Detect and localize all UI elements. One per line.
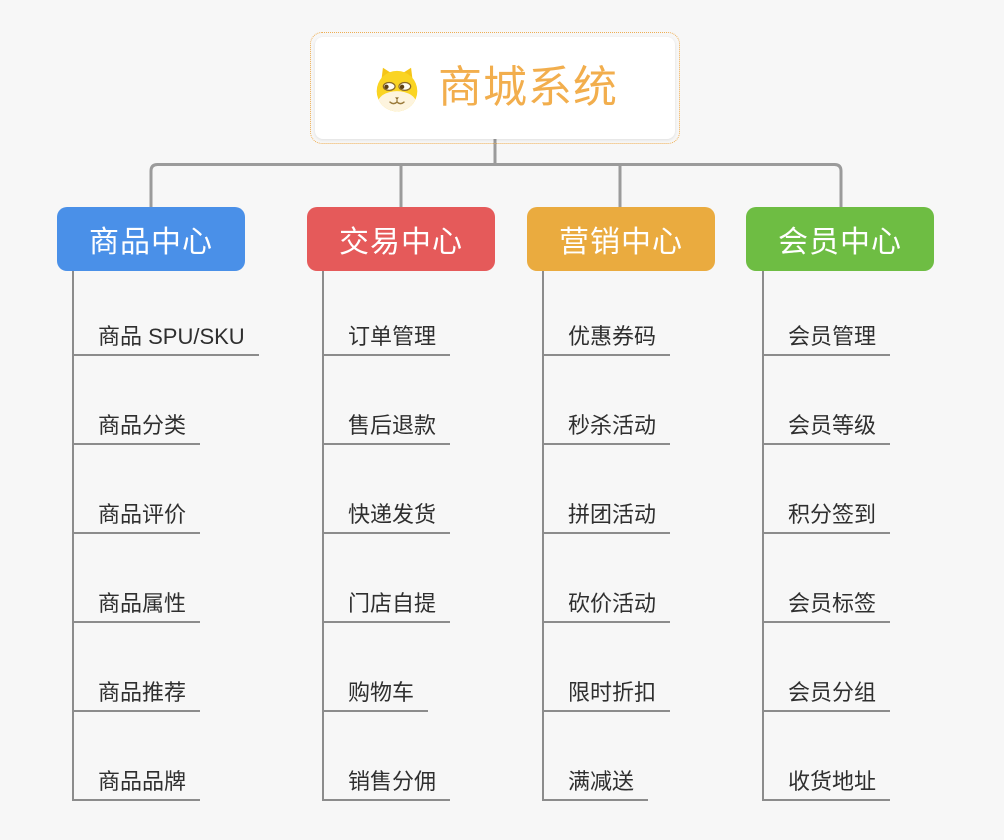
leaf-label: 商品评价 (98, 502, 187, 527)
leaf-label: 快递发货 (348, 502, 437, 527)
leaf-item[interactable]: 销售分佣 (322, 759, 451, 801)
leaf-label: 会员分组 (788, 680, 877, 705)
leaf-item[interactable]: 商品品牌 (72, 759, 201, 801)
leaf-item[interactable]: 商品评价 (72, 492, 201, 534)
leaf-label: 限时折扣 (568, 680, 657, 705)
leaf-label: 秒杀活动 (568, 413, 657, 438)
branch-node-product-center[interactable]: 商品中心 (57, 207, 245, 271)
branch-node-marketing-center[interactable]: 营销中心 (527, 207, 715, 271)
leaf-item[interactable]: 收货地址 (762, 759, 891, 801)
leaf-item[interactable]: 秒杀活动 (542, 403, 671, 445)
leaf-label: 砍价活动 (568, 591, 657, 616)
leaf-label: 会员等级 (788, 413, 877, 438)
leaf-label: 优惠券码 (568, 324, 657, 349)
leaf-label: 拼团活动 (568, 502, 657, 527)
leaf-item[interactable]: 售后退款 (322, 403, 451, 445)
branch-label: 会员中心 (778, 226, 902, 259)
leaf-item[interactable]: 优惠券码 (542, 314, 671, 356)
leaf-item[interactable]: 会员标签 (762, 581, 891, 623)
leaf-item[interactable]: 限时折扣 (542, 670, 671, 712)
leaf-item[interactable]: 会员等级 (762, 403, 891, 445)
root-title: 商城系统 (438, 63, 618, 112)
leaf-label: 商品品牌 (98, 769, 187, 794)
leaf-label: 满减送 (568, 769, 635, 794)
doge-icon (376, 67, 418, 112)
leaf-item[interactable]: 满减送 (542, 759, 649, 801)
leaf-item[interactable]: 会员分组 (762, 670, 891, 712)
leaf-item[interactable]: 拼团活动 (542, 492, 671, 534)
trunk-line-trade (322, 271, 324, 801)
leaf-item[interactable]: 商品推荐 (72, 670, 201, 712)
leaf-item[interactable]: 会员管理 (762, 314, 891, 356)
leaf-label: 商品 SPU/SKU (98, 324, 245, 349)
leaf-label: 售后退款 (348, 413, 437, 438)
branch-label: 交易中心 (339, 226, 463, 259)
leaf-item[interactable]: 商品 SPU/SKU (72, 314, 259, 356)
leaf-item[interactable]: 门店自提 (322, 581, 451, 623)
leaf-item[interactable]: 砍价活动 (542, 581, 671, 623)
leaf-label: 商品属性 (98, 591, 187, 616)
branch-node-member-center[interactable]: 会员中心 (746, 207, 934, 271)
leaf-label: 收货地址 (788, 769, 877, 794)
trunk-line-marketing (542, 271, 544, 801)
leaf-item[interactable]: 快递发货 (322, 492, 451, 534)
leaf-label: 销售分佣 (348, 769, 437, 794)
leaf-item[interactable]: 购物车 (322, 670, 429, 712)
trunk-line-member (762, 271, 764, 801)
leaf-label: 门店自提 (348, 591, 437, 616)
leaf-item[interactable]: 商品分类 (72, 403, 201, 445)
leaf-label: 积分签到 (788, 502, 877, 527)
leaf-label: 商品分类 (98, 413, 187, 438)
leaf-item[interactable]: 商品属性 (72, 581, 201, 623)
trunk-line-product (72, 271, 74, 801)
leaf-label: 会员标签 (788, 591, 877, 616)
branch-node-trade-center[interactable]: 交易中心 (307, 207, 495, 271)
leaf-label: 商品推荐 (98, 680, 187, 705)
leaf-label: 订单管理 (348, 324, 437, 349)
branch-label: 营销中心 (559, 226, 683, 259)
leaf-item[interactable]: 积分签到 (762, 492, 891, 534)
root-node-mall-system[interactable]: 商城系统 (310, 32, 680, 144)
leaf-label: 购物车 (348, 680, 415, 705)
leaf-item[interactable]: 订单管理 (322, 314, 451, 356)
branch-label: 商品中心 (89, 226, 213, 259)
leaf-label: 会员管理 (788, 324, 877, 349)
